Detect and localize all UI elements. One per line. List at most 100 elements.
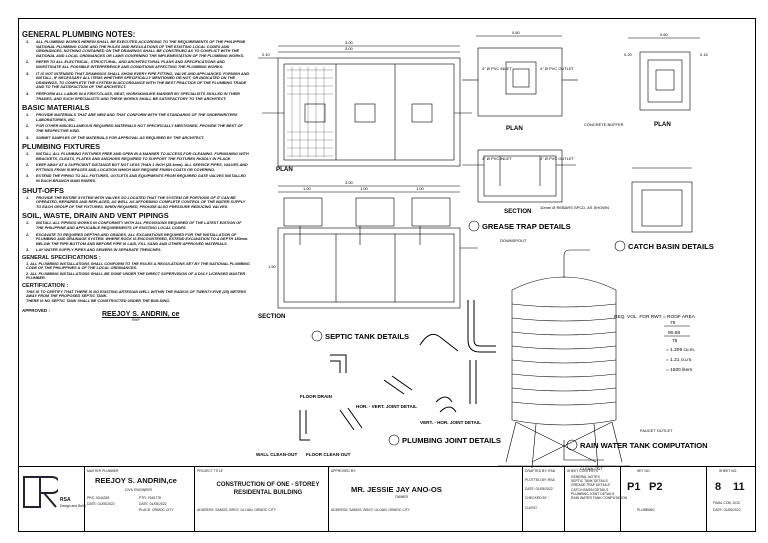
- plotted-by: PLOTTED BY: RSA: [525, 478, 555, 482]
- pvc-inlet-label: 4" Ø PVC INLET: [482, 66, 512, 71]
- note-item: 3.EXTEND THE PIPING TO ALL FIXTURES, OUT…: [26, 174, 250, 183]
- logo-subtitle: Design and Build: [60, 504, 86, 508]
- grease-title: GREASE TRAP DETAILS: [482, 222, 571, 231]
- master-plumber-sub: CIVIL ENGINEER: [125, 488, 153, 492]
- materials-list: 1.PROVIDE MATERIALS THAT ARE NEW AND THA…: [22, 113, 250, 140]
- note-number: 1.: [26, 221, 30, 226]
- sheet-content-item: GREASE TRAP DETAILS: [571, 483, 610, 488]
- pvc-outlet-label-2: 4" Ø PVC OUTLET: [540, 156, 575, 161]
- sheet-content-item: PLUMBING JOINT DETAILS: [571, 491, 615, 496]
- note-number: 3.: [26, 71, 30, 76]
- title-block: RSA Design and Build MASTER PLUMBER REEJ…: [18, 466, 756, 532]
- project-label: PROJECT TITLE: [197, 469, 223, 473]
- master-plumber-cell: MASTER PLUMBER REEJOY S. ANDRIN,ce CIVIL…: [84, 467, 177, 532]
- note-item: 1.INSTALL ALL PLUMBING FIXTURES FREE AND…: [26, 152, 250, 161]
- cleanout-label: CLEAN OUT: [580, 466, 603, 471]
- drafted-by: DRAFTED BY: RSA: [525, 469, 556, 473]
- wall-cleanout-label: WALL CLEAN-OUT: [256, 452, 297, 457]
- spec-item: 2. ALL PLUMBING INSTALLATIONS SHALL BE D…: [26, 271, 246, 281]
- dim-section-3: 1.00: [416, 186, 425, 191]
- joint-title: PLUMBING JOINT DETAILS: [402, 436, 501, 445]
- hor-vert-label: HOR. - VERT. JOINT DETAIL: [356, 404, 417, 409]
- certification-heading: CERTIFICATION :: [22, 282, 69, 289]
- rwt-result-2: = 1.21 cu.m.: [666, 357, 693, 363]
- rwt-area: 90.68: [668, 330, 680, 336]
- project-cell: PROJECT TITLE CONSTRUCTION OF ONE - STOR…: [194, 467, 319, 532]
- dim-section-2: 1.00: [360, 186, 369, 191]
- detail-marker-icon: [614, 240, 626, 252]
- logo-text: RSA: [60, 497, 71, 503]
- section-label: SECTION: [258, 313, 286, 320]
- set-p2: P2: [649, 481, 663, 493]
- note-number: 2.: [26, 124, 30, 129]
- dim-edge: 0.10: [262, 52, 271, 57]
- pvc-outlet-label: 4" Ø PVC OUTLET: [540, 66, 575, 71]
- plumbing-fixtures-heading: PLUMBING FIXTURES: [22, 142, 101, 152]
- set-cell: SET NO. P1 P2 PLUMBING: [620, 467, 662, 532]
- note-item: 1.INSTALL ALL PIPINGS WORKS IN CONFORMIT…: [26, 221, 250, 230]
- set-label: SET NO.: [637, 469, 651, 473]
- approver-name: REEJOY S. ANDRIN, ce: [102, 310, 180, 318]
- vert-hor-label: VERT. - HOR. JOINT DETAIL: [420, 420, 481, 425]
- sheet-total: 11: [733, 481, 745, 493]
- shutoffs-heading: SHUT-OFFS: [22, 185, 64, 195]
- approved-by-label: APPROVED BY:: [331, 469, 357, 473]
- concrete-buffer-label: CONCRETE BUFFER: [584, 122, 624, 127]
- date-3: DATE: 01/05/2022: [525, 487, 553, 491]
- rwt-title: RAIN WATER TANK COMPUTATION: [580, 441, 708, 450]
- dim-section-top: 3.00: [345, 180, 354, 185]
- dim-edge-2: 0.20: [624, 52, 633, 57]
- note-number: 1.: [26, 113, 30, 118]
- plumbing-joints-drawing: [299, 300, 496, 441]
- note-number: 2.: [26, 60, 30, 65]
- note-text: REFER TO ALL ELECTRICAL, STRUCTURAL, AND…: [36, 60, 225, 69]
- drawing-sheet: [18, 18, 756, 532]
- date-4: DATE: 01/05/2022: [713, 508, 741, 512]
- general-notes-heading: GENERAL PLUMBING NOTES:: [22, 30, 136, 39]
- approver-sub: RMP: [132, 317, 140, 322]
- note-item: 1.PROVIDE MATERIALS THAT ARE NEW AND THA…: [26, 113, 250, 122]
- note-text: EXTEND THE PIPING TO ALL FIXTURES, OUTLE…: [36, 174, 246, 184]
- detail-marker-icon: [311, 330, 323, 342]
- sheet-cell: SHEET NO. 8 11 FINAL COB. DOC. DATE: 01/…: [706, 467, 756, 532]
- sheet-content-item: GENERAL NOTES: [571, 475, 600, 479]
- owner-sub: OWNER: [395, 495, 408, 499]
- sheet-content-item: CATCH BASIN DETAILS: [571, 487, 609, 492]
- master-plumber-name: REEJOY S. ANDRIN,ce: [95, 476, 177, 485]
- note-item: 2. FOR OTHER MISCELLANEOUS REQUIRED MATER…: [26, 124, 250, 133]
- note-number: 4.: [26, 91, 30, 96]
- note-item: 2.KEEP AWAY AT A SUFFICIENT DISTANCE BUT…: [26, 163, 250, 172]
- project-address: ADDRESS: SAMOS, BRGY. LILOAN, ORMOC CITY: [197, 508, 277, 512]
- rwt-formula: REQ. VOL. FOR RWT = ROOF AREA: [614, 314, 696, 320]
- place: PLACE: ORMOC CITY: [139, 508, 174, 512]
- owner-name: MR. JESSIE JAY ANO-OS: [351, 485, 442, 494]
- detail-marker-icon: [468, 220, 480, 232]
- owner-address: ADDRESS: SAMOS, BRGY. LILOAN, ORMOC CITY: [331, 508, 411, 512]
- sheet-content-item: RAIN WATER TANK COMPUTATION: [571, 496, 628, 501]
- septic-title: SEPTIC TANK DETAILS: [325, 332, 409, 341]
- detail-marker-icon: [566, 439, 578, 451]
- grease-section-label: SECTION: [504, 208, 532, 215]
- grease-trap-drawing: [462, 35, 578, 203]
- rain-water-tank-drawing: [498, 249, 630, 469]
- note-item: 3.IT IS NOT INTENDED THAT DRAWINGS SHALL…: [26, 72, 250, 90]
- soil-list: 1.INSTALL ALL PIPINGS WORKS IN CONFORMIT…: [22, 221, 250, 253]
- note-number: 1.: [26, 195, 30, 200]
- note-item: 4.PERFORM ALL LABOR IN A FIRST-CLASS, NE…: [26, 92, 250, 101]
- dim-height: 1.50: [268, 264, 277, 269]
- general-notes-list: 1.ALL PLUMBING WORKS HEREIN SHALL BE EXE…: [22, 40, 250, 101]
- pvc-inlet-label-2: 4" Ø PVC INLET: [482, 156, 512, 161]
- basic-materials-heading: BASIC MATERIALS: [22, 103, 90, 113]
- catch-plan-label: PLAN: [654, 121, 671, 128]
- note-text: KEEP AWAY AT A SUFFICIENT DISTANCE BUT N…: [36, 163, 248, 172]
- date-2: DATE: 01/05/2022: [139, 502, 167, 506]
- catch-basin-drawing: [628, 37, 700, 233]
- owner-cell: APPROVED BY: MR. JESSIE JAY ANO-OS OWNER…: [328, 467, 442, 532]
- plumbing-label: PLUMBING: [637, 508, 655, 512]
- note-item: 2. REFER TO ALL ELECTRICAL, STRUCTURAL, A…: [26, 60, 250, 69]
- note-item: 2.EXCAVATE TO REQUIRED DEPTHS AND GRADES…: [26, 233, 250, 247]
- note-text: FOR OTHER MISCELLANEOUS REQUIRED MATERIA…: [36, 124, 243, 133]
- rwt-area-div: 75: [672, 338, 678, 344]
